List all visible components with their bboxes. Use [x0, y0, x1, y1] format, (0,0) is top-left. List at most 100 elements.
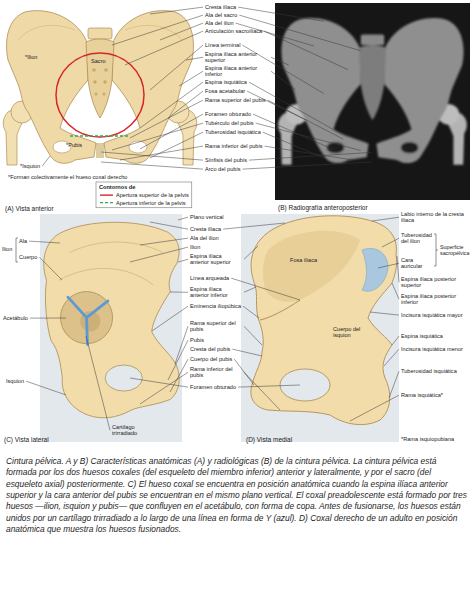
anatomy-label: Cresta del pubis	[190, 346, 230, 352]
anatomy-label: *Forman colectivamente el hueso coxal de…	[8, 174, 127, 180]
leader-line	[101, 162, 203, 169]
anatomy-label: Espina ilíaca posterior superior	[401, 276, 469, 289]
leader-line	[271, 71, 295, 89]
anatomy-label: Espina isquiática	[401, 333, 443, 339]
leader-line	[150, 45, 203, 90]
anatomy-label: Espina ilíaca anterior inferior	[205, 65, 269, 78]
leader-line	[249, 152, 372, 160]
leader-line	[256, 123, 361, 150]
anatomy-label: Foramen obturado	[205, 111, 251, 117]
leader-line	[120, 146, 203, 160]
leader-line	[392, 283, 399, 299]
anatomy-label: Sacro	[91, 58, 106, 64]
leader-line	[372, 217, 399, 221]
anatomy-label: Arco del pubis	[205, 166, 240, 172]
leader-line	[130, 378, 188, 387]
anatomy-label: Cartílago trirradiado	[112, 424, 154, 437]
anatomy-label: Espina ilíaca anterior superior	[205, 51, 269, 64]
anatomy-label: Cresta ilíaca	[190, 226, 221, 232]
leader-line	[101, 152, 203, 160]
legend-text: Apertura superior de la pelvis	[116, 192, 189, 198]
leader-line	[264, 31, 348, 70]
anatomy-label: *Rama isquiopubiana	[401, 436, 454, 442]
anatomy-label: Ala del ilion	[205, 20, 234, 26]
leader-line	[271, 57, 289, 65]
leader-line	[238, 7, 324, 21]
leader-line	[265, 146, 353, 160]
leader-line	[152, 306, 188, 331]
leader-line	[125, 31, 203, 65]
leader-line	[42, 156, 50, 166]
anatomy-label: *Ilion	[25, 54, 37, 60]
anatomy-label: Fosa ilíaca	[290, 257, 317, 263]
leader-line	[244, 372, 280, 410]
anatomy-label: Acetábulo	[3, 315, 28, 321]
anatomy-label: Ala del ilion	[190, 235, 219, 241]
hip-bone-medial	[251, 216, 397, 425]
leader-line	[112, 15, 203, 45]
leader-line	[140, 238, 188, 245]
leader-line	[242, 162, 371, 169]
leader-line	[223, 223, 285, 229]
anatomy-label: Línea arqueada	[190, 275, 229, 281]
anatomy-label: *Pubis	[66, 142, 82, 148]
panel-title: (C) Vista lateral	[4, 436, 49, 443]
anatomy-label: Ilion	[2, 246, 12, 252]
anatomy-label: Ala del sacro	[205, 12, 237, 18]
anatomy-label: Cuerpo	[19, 254, 37, 260]
leader-line	[29, 241, 60, 243]
leader-line	[178, 217, 188, 220]
figure-caption: Cintura pélvica. A y B) Características …	[6, 456, 468, 535]
anatomy-label: Plano vertical	[190, 214, 224, 220]
leader-line	[253, 114, 333, 149]
anatomy-label: *Isquion	[20, 163, 40, 169]
anatomy-label: Rama superior del pubis	[205, 97, 266, 103]
anatomy-label: Línea terminal	[205, 42, 240, 48]
anatomy-label: Espina ilíaca anterior inferior	[190, 286, 242, 299]
leader-line	[170, 359, 188, 392]
leader-line	[378, 263, 399, 268]
leader-line	[243, 306, 259, 318]
panel-title: (B) Radiografía anteroposterior	[278, 204, 368, 211]
legend-box	[96, 182, 192, 208]
anatomy-label: Tubérculo del pubis	[205, 120, 254, 126]
leader-line	[397, 256, 399, 282]
leader-line	[175, 326, 188, 364]
leader-line	[86, 336, 110, 430]
leader-line	[39, 257, 62, 280]
anatomy-label: Eminencia iliopúbica	[190, 303, 241, 309]
pelvis-radiograph	[275, 3, 470, 200]
vertical-plane	[40, 214, 182, 442]
leader-line	[112, 123, 203, 150]
leader-line	[150, 222, 188, 229]
leader-line	[186, 57, 203, 60]
leader-line	[238, 385, 300, 387]
leader-line	[150, 7, 203, 14]
anatomy-label: Tuberosidad del ilion	[401, 232, 435, 245]
anatomy-label: Espina ilíaca posterior inferior	[401, 293, 469, 306]
anatomy-label: Rama isquiática*	[401, 392, 443, 398]
leader-line	[140, 372, 188, 404]
anatomy-label: Sínfisis del pubis	[205, 157, 247, 163]
leader-line	[140, 114, 203, 149]
leader-line	[382, 238, 399, 247]
legend-sample	[100, 202, 113, 203]
panel-title: (D) Vista medial	[246, 436, 292, 443]
panel-title: (A) Vista anterior	[5, 205, 54, 212]
anatomy-label: Rama inferior del pubis	[190, 366, 242, 379]
anatomy-label: Rama inferior del pubis	[205, 143, 263, 149]
pelvis-anterior	[3, 11, 197, 165]
leader-line	[244, 326, 262, 345]
bracket	[16, 238, 18, 262]
vertical-plane	[241, 214, 399, 442]
anatomy-label: Cuerpo del pubis	[190, 356, 232, 362]
leader-line	[249, 82, 334, 129]
leader-line	[130, 100, 203, 138]
leader-line	[236, 23, 314, 46]
anatomy-label: Articulación sacroilíaca	[205, 28, 262, 34]
leader-line	[30, 318, 66, 319]
hip-bone-lateral	[44, 222, 179, 418]
leader-line	[244, 287, 256, 292]
anatomy-label: Tuberosidad isquiática	[401, 368, 457, 374]
leader-line	[247, 91, 306, 120]
